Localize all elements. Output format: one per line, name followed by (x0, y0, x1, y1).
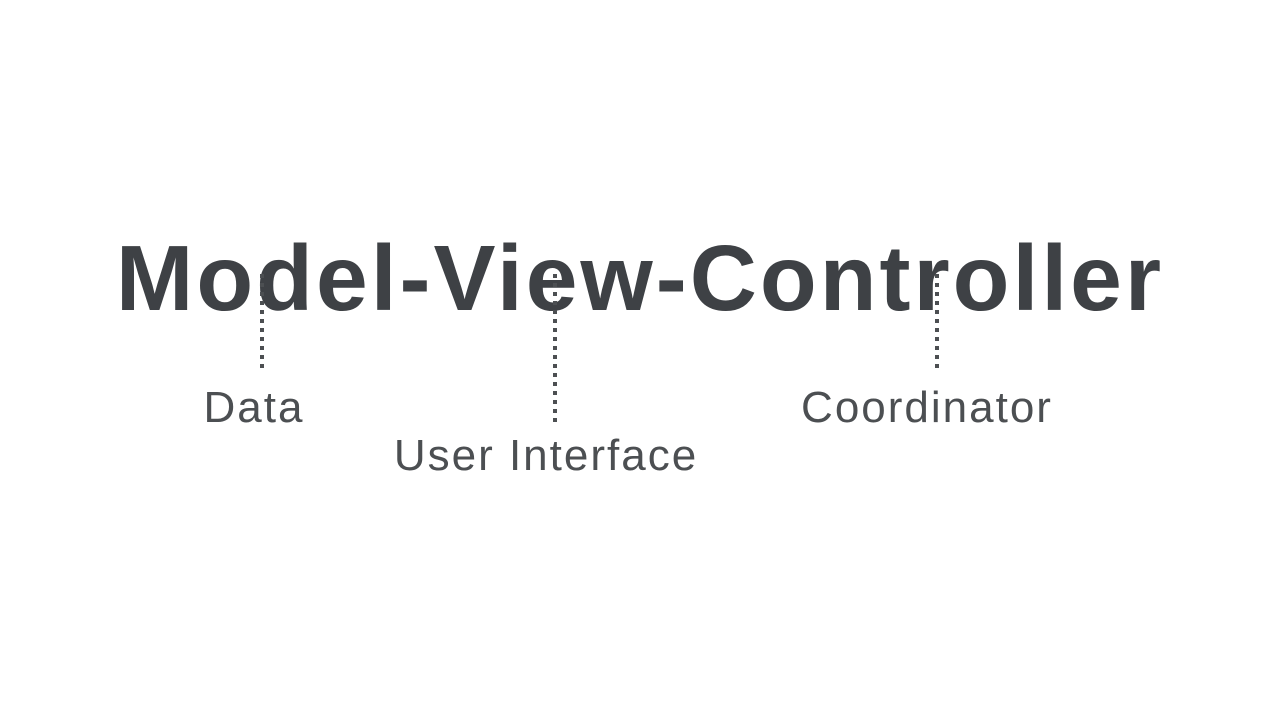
dotted-connector-view (553, 274, 557, 422)
label-controller-coordinator: Coordinator (801, 383, 1053, 432)
label-view-user-interface: User Interface (393, 431, 699, 480)
page-title: Model-View-Controller (115, 226, 1165, 331)
label-model-data: Data (203, 383, 305, 432)
dotted-connector-model (260, 274, 264, 368)
dotted-connector-controller (935, 274, 939, 368)
